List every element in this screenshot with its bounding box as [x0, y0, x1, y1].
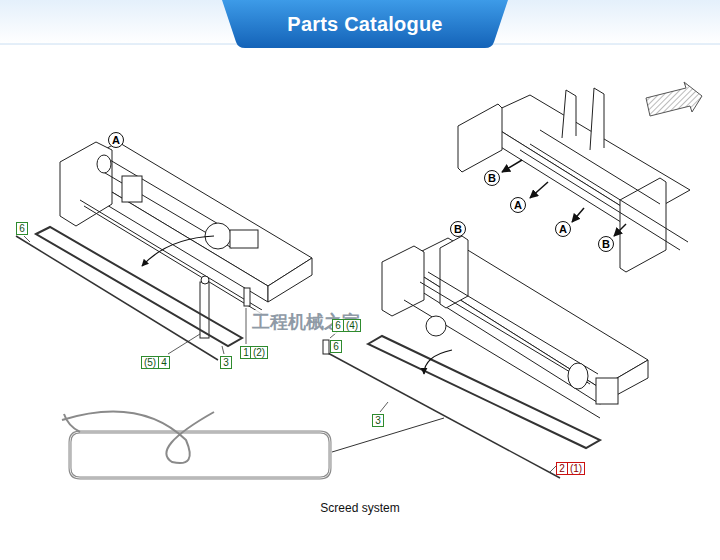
motor [568, 363, 588, 389]
direction-arrow [572, 208, 584, 222]
photo-wire [62, 412, 214, 464]
cylinder-edge [428, 272, 598, 374]
callout-text: (4) [346, 320, 358, 331]
callout-text: 6 [19, 223, 25, 234]
callout-number: 3 [220, 356, 232, 369]
removal-arrows [502, 160, 626, 236]
view-letter: B [602, 239, 610, 250]
callout-text: 2 [559, 463, 565, 474]
overview-assembly [458, 88, 690, 272]
photo-wire [64, 414, 80, 432]
callout-number: 6 [330, 340, 342, 353]
direction-arrow [502, 160, 522, 172]
callout-text: 3 [223, 357, 229, 368]
page-title: Parts Catalogue [287, 13, 442, 36]
view-letter: B [488, 173, 496, 184]
cylinder-cap [97, 155, 111, 173]
upright [590, 88, 604, 150]
view-letter-circle: A [510, 197, 526, 213]
beam-side [400, 262, 600, 404]
leader-line [380, 402, 388, 412]
heater-rod [16, 236, 218, 360]
callout-text: (2) [253, 347, 265, 358]
photo-pointer [332, 418, 444, 452]
callout-number: (1) [567, 462, 585, 475]
leader-line [24, 236, 30, 242]
callout-text: 6 [335, 320, 341, 331]
beam-side [480, 118, 640, 234]
motor-body [230, 230, 258, 248]
removal-arrow [424, 350, 452, 374]
header-band [0, 0, 720, 48]
view-letter-circle: B [484, 170, 500, 186]
actuator-head [201, 276, 209, 284]
view-letter-circle: B [450, 221, 466, 237]
view-letter: A [559, 224, 567, 235]
heater-photo [62, 412, 330, 478]
callout-number: 4 [158, 356, 170, 369]
leader-line [168, 334, 200, 354]
pin [244, 288, 250, 306]
end-housing [60, 142, 112, 226]
heater-loop [36, 227, 242, 346]
heater-loop [368, 336, 600, 448]
callout-text: (1) [570, 463, 582, 474]
right-assembly [382, 236, 648, 418]
callout-text: 6 [333, 341, 339, 352]
heater-rod [326, 352, 560, 478]
bracket [122, 176, 142, 202]
callout-number: (4) [343, 319, 361, 332]
rail [80, 200, 262, 310]
view-letter: A [514, 200, 522, 211]
figure-caption: Screed system [320, 501, 399, 515]
left-assembly [60, 142, 312, 338]
leader-lines [24, 236, 556, 472]
leader-line [246, 308, 247, 344]
end-housing [382, 246, 424, 316]
view-letter-circle: A [108, 132, 124, 148]
direction-arrow [614, 224, 626, 236]
callout-number: 3 [372, 414, 384, 427]
view-letter-circle: B [598, 236, 614, 252]
cylinder-edge [420, 282, 590, 384]
travel-direction-arrow [646, 82, 702, 116]
pin [323, 340, 329, 354]
view-letter: B [454, 224, 462, 235]
bracket-plate [440, 236, 468, 308]
callout-text: (5) [144, 357, 156, 368]
leader-line [222, 346, 224, 354]
drum [426, 316, 446, 336]
beam-top [400, 238, 648, 388]
callout-text: 4 [161, 357, 167, 368]
removal-arrow [142, 236, 214, 266]
direction-arrow [530, 182, 548, 198]
view-letter-circle: A [555, 221, 571, 237]
callout-text: 3 [375, 415, 381, 426]
view-letter: A [112, 135, 120, 146]
end-plate [458, 104, 502, 172]
end-plate [620, 178, 666, 272]
rail [530, 144, 688, 242]
header-tab [222, 0, 508, 48]
rail [520, 150, 680, 250]
photo-loop [70, 432, 330, 478]
callout-number: (5) [141, 356, 159, 369]
callout-number: 6 [16, 222, 28, 235]
rail [404, 300, 600, 418]
upright [562, 90, 576, 138]
photo-highlight [70, 432, 330, 478]
callout-number: (2) [250, 346, 268, 359]
rail [540, 130, 660, 204]
beam-top [72, 142, 312, 286]
callout-text: 1 [243, 347, 249, 358]
leader-line [550, 466, 556, 472]
end-plate [596, 378, 618, 404]
beam-end [268, 258, 312, 302]
